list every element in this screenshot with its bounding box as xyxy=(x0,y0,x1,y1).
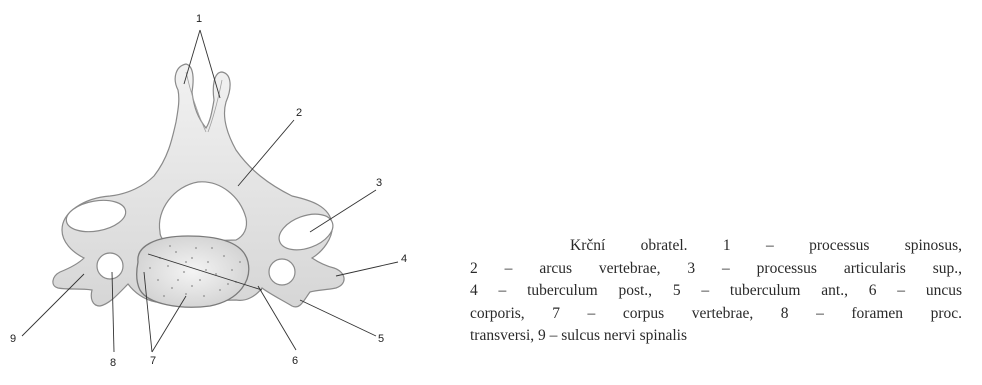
transverse-foramen-right xyxy=(269,259,295,285)
cervical-vertebra-drawing: 1 2 3 4 5 6 7 8 9 xyxy=(0,0,430,381)
caption-line: Krční obratel. 1 – processus spinosus, xyxy=(470,235,962,258)
caption-line: transversi, 9 – sulcus nervi spinalis xyxy=(470,325,962,348)
label-3: 3 xyxy=(376,177,382,189)
label-4: 4 xyxy=(401,253,407,265)
vertebral-body xyxy=(137,236,249,307)
label-7: 7 xyxy=(150,355,156,367)
label-2: 2 xyxy=(296,107,302,119)
figure-caption: Krční obratel. 1 – processus spinosus, 2… xyxy=(470,235,962,348)
label-8: 8 xyxy=(110,357,116,369)
transverse-foramen-left xyxy=(97,253,123,279)
label-5: 5 xyxy=(378,333,384,345)
caption-line: corporis, 7 – corpus vertebrae, 8 – fora… xyxy=(470,303,962,326)
caption-line: 2 – arcus vertebrae, 3 – processus artic… xyxy=(470,258,962,281)
label-1: 1 xyxy=(196,13,202,25)
label-9: 9 xyxy=(10,333,16,345)
caption-line: 4 – tuberculum post., 5 – tuberculum ant… xyxy=(470,280,962,303)
label-6: 6 xyxy=(292,355,298,367)
vertebra-illustration: 1 2 3 4 5 6 7 8 9 xyxy=(0,0,430,381)
